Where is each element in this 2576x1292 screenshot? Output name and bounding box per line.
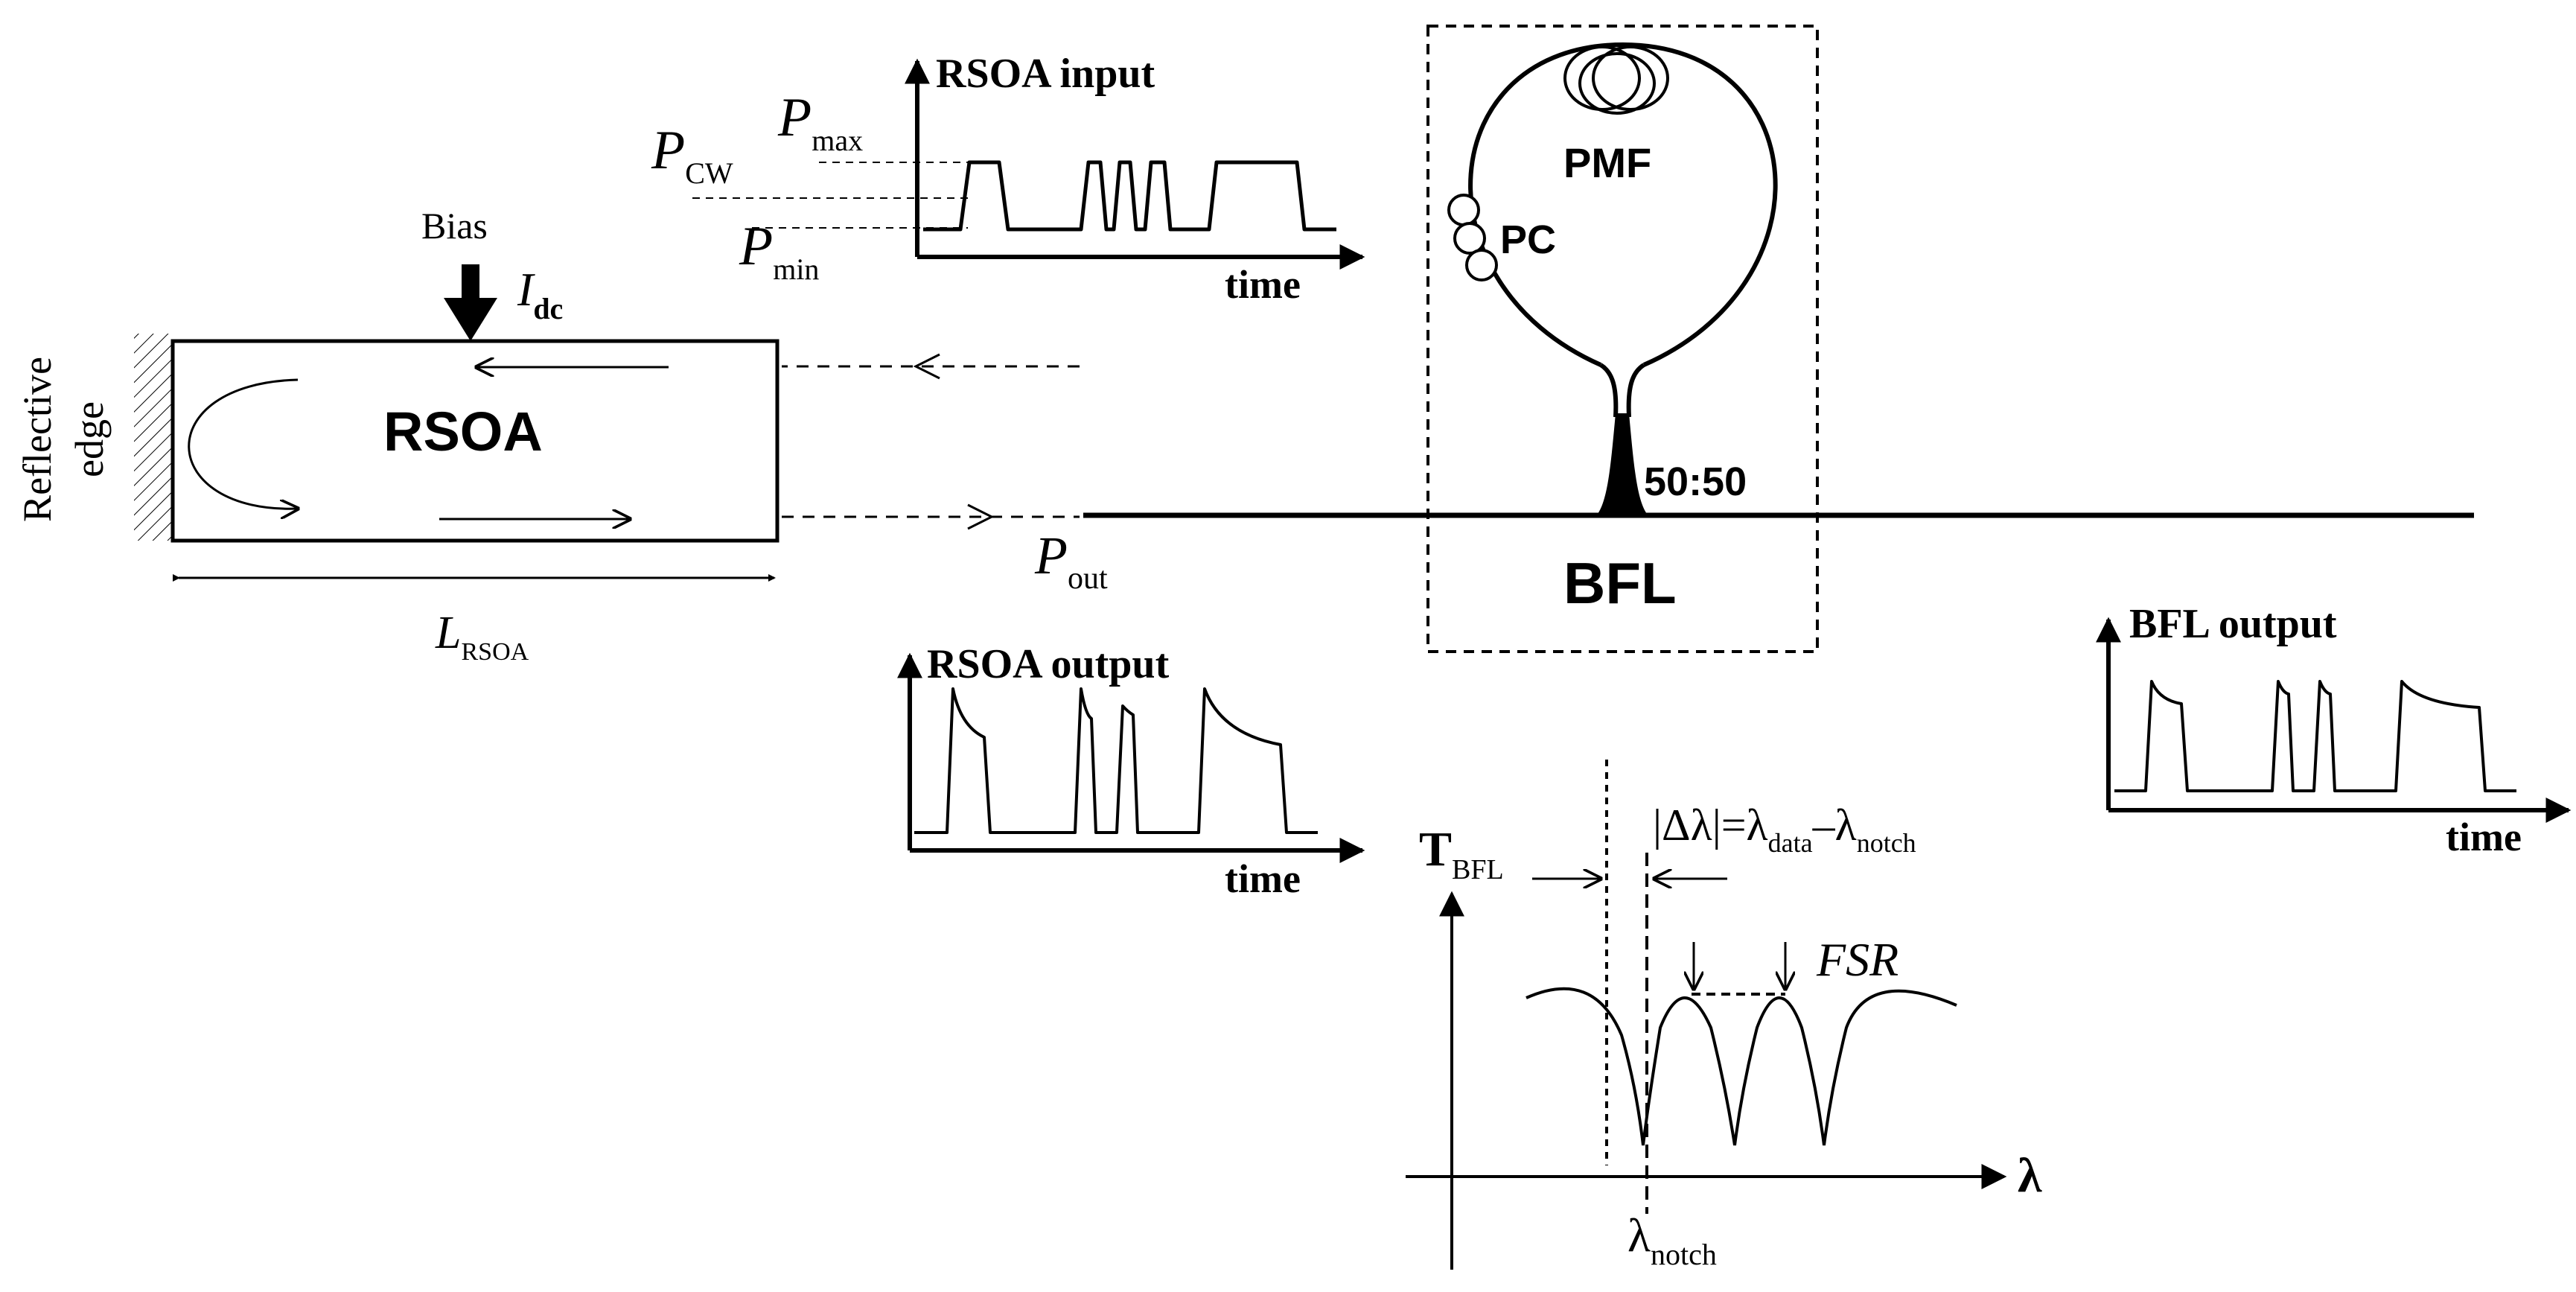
bfl-box: 50:50 PMF PC BFL <box>1083 25 2474 653</box>
pcw-label: PCW <box>651 120 733 190</box>
rsoa-output-time-label: time <box>1225 856 1301 901</box>
detune-equation: |Δλ|=λdata–λnotch <box>1653 801 1916 858</box>
bias-label: Bias <box>421 205 488 246</box>
bfl-output-time-label: time <box>2446 815 2522 859</box>
bias-arrow-shaft <box>462 264 479 303</box>
coupler-body <box>1598 413 1647 514</box>
rsoa-reflection-arrow <box>188 378 298 509</box>
rsoa-input-plot: RSOA input time Pmax PCW Pmin <box>651 51 1365 307</box>
transmission-plot: TBFL λ |Δλ|=λdata–λnotch FSR λnotch <box>1406 760 2042 1271</box>
pc-paddle-3 <box>1465 249 1498 281</box>
transmission-curve <box>1525 987 1957 1146</box>
rsoa-input-time-label: time <box>1225 262 1301 307</box>
bfl-output-title: BFL output <box>2129 601 2337 647</box>
bfl-label: BFL <box>1563 550 1677 616</box>
coupler-neck-left <box>1599 363 1619 418</box>
transmission-y-label: TBFL <box>1419 822 1504 885</box>
coupler-neck-right <box>1626 363 1645 418</box>
fsr-label: FSR <box>1816 933 1898 986</box>
pmax-label: Pmax <box>777 87 863 157</box>
rsoa-label: RSOA <box>383 401 543 462</box>
pout-label: Pout <box>1034 526 1108 596</box>
coupler-label: 50:50 <box>1644 459 1747 504</box>
input-beam-arrowhead <box>913 353 940 380</box>
pmin-label: Pmin <box>739 216 819 286</box>
pmf-coil-2 <box>1592 45 1669 111</box>
lambda-notch-label: λnotch <box>1627 1209 1717 1271</box>
output-beam-arrowhead <box>967 503 995 530</box>
rsoa-block: RSOA Bias Idc Reflective edge LRSOA <box>15 205 780 666</box>
rsoa-output-title: RSOA output <box>927 641 1170 687</box>
bfl-output-plot: BFL output time <box>2096 601 2572 859</box>
rsoa-input-waveform <box>923 160 1336 232</box>
pc-paddle-1 <box>1447 194 1480 226</box>
bfl-dashed-border <box>1426 25 1819 653</box>
reflective-edge-label: Reflective <box>15 357 60 522</box>
edge-label: edge <box>67 401 112 477</box>
lambda-axis-label: λ <box>2018 1148 2042 1203</box>
rsoa-output-plot: RSOA output time <box>897 641 1365 901</box>
rsoa-output-waveform <box>914 687 1318 834</box>
reflective-edge-hatch <box>134 334 173 541</box>
rsoa-input-title: RSOA input <box>936 51 1155 97</box>
fiber-loop <box>1468 42 1778 367</box>
pc-label: PC <box>1500 217 1556 262</box>
pmf-label: PMF <box>1563 139 1651 186</box>
bfl-output-waveform <box>2114 680 2516 792</box>
current-label: Idc <box>517 263 563 325</box>
bias-arrow-head <box>444 298 497 341</box>
rsoa-length-label: LRSOA <box>435 608 529 666</box>
pc-paddle-2 <box>1453 222 1486 255</box>
pmf-coil-3 <box>1578 52 1656 115</box>
